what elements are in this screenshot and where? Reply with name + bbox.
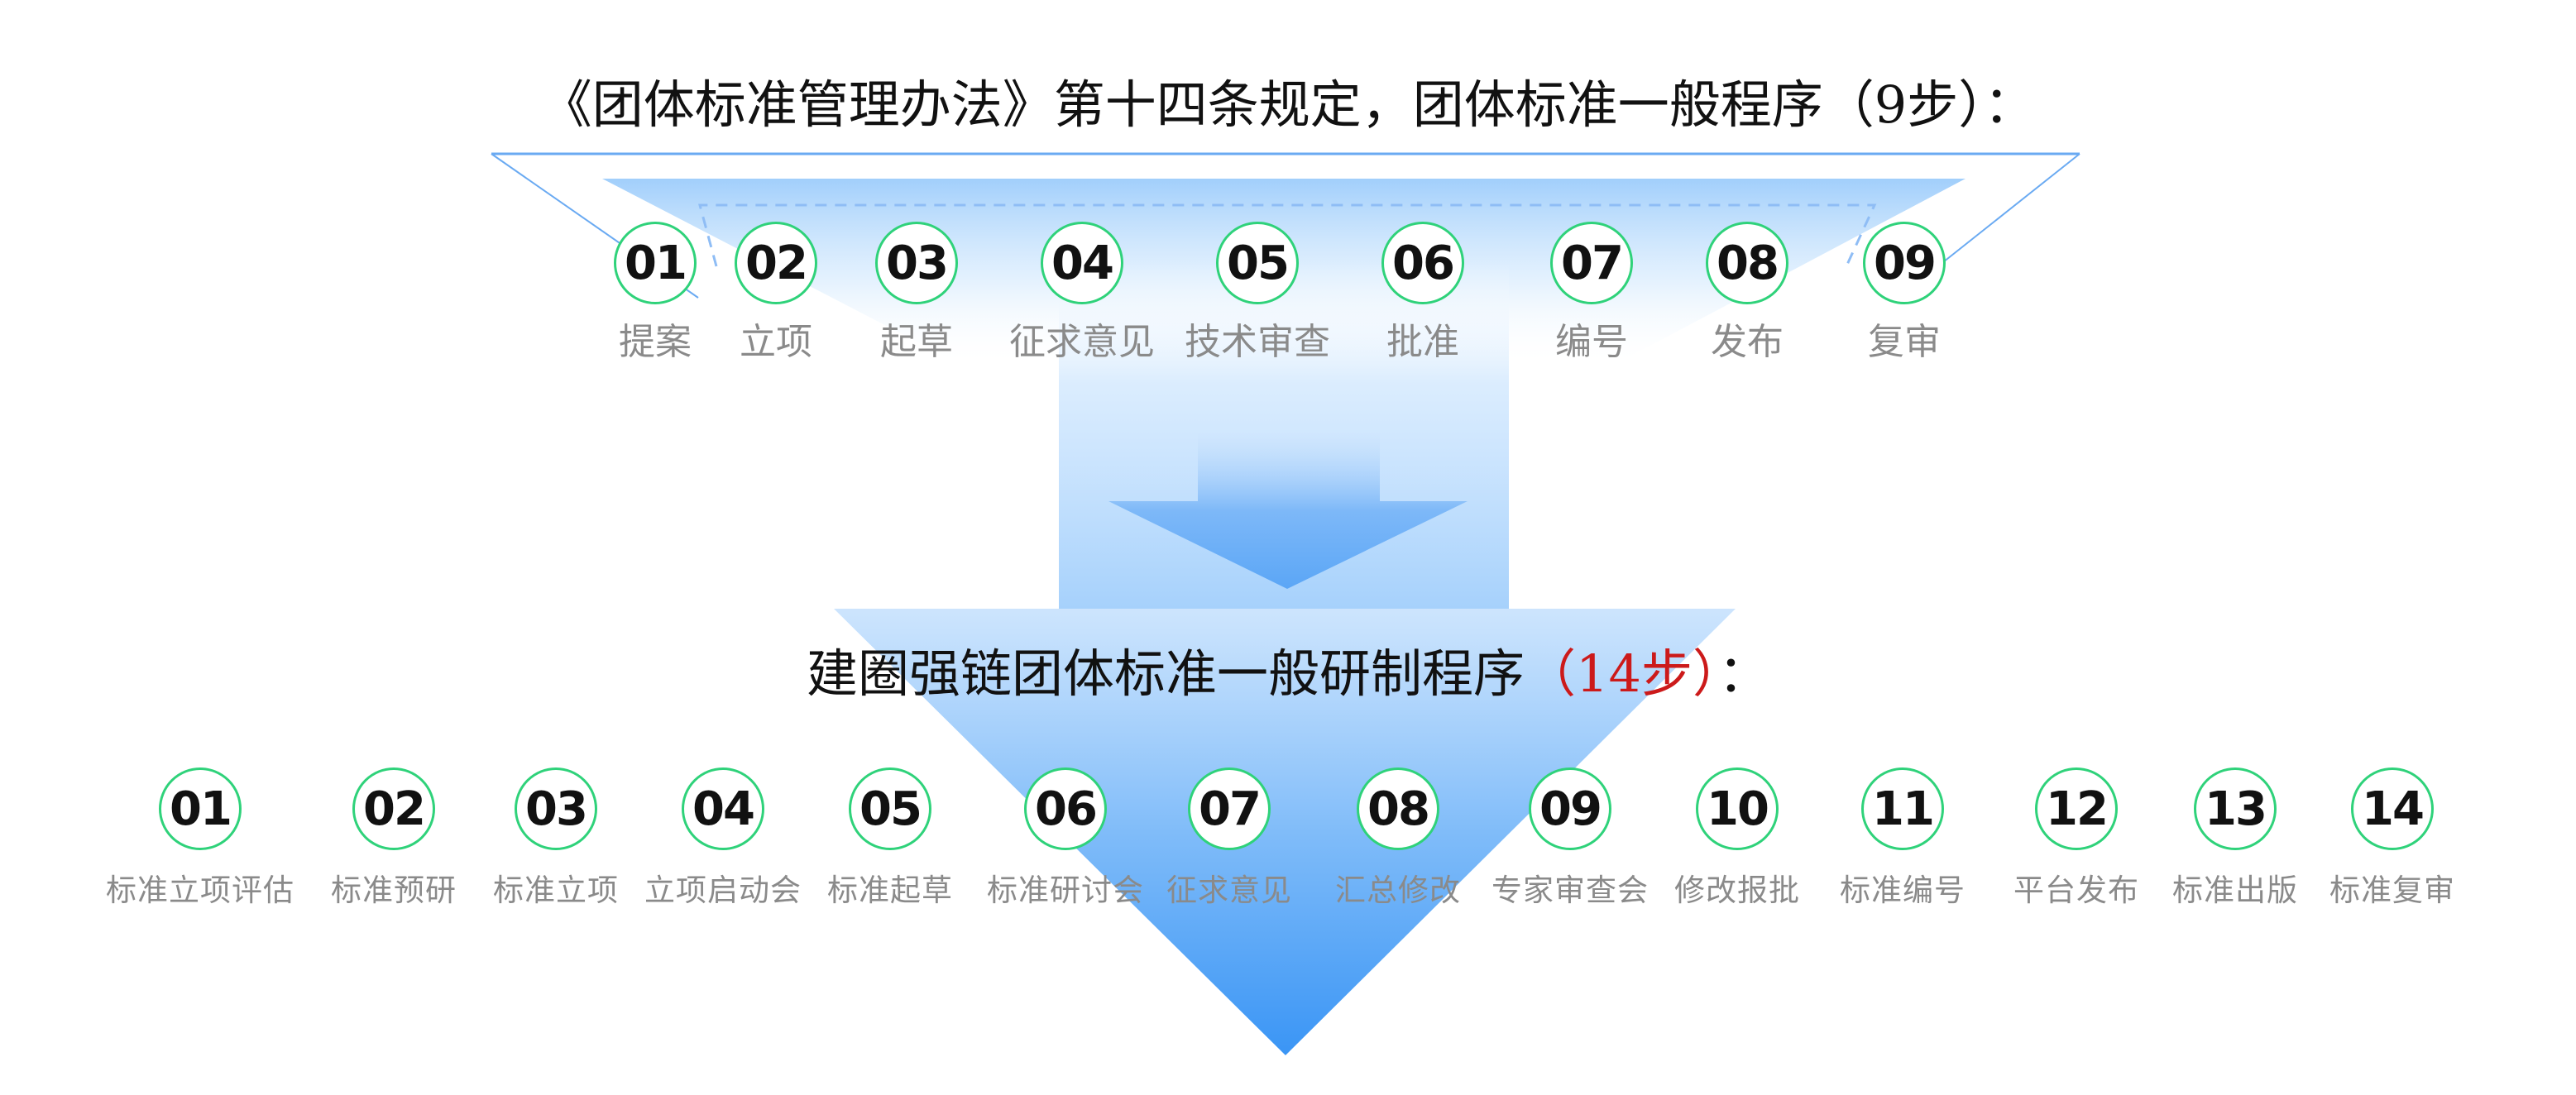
step-label: 发布 — [1711, 321, 1784, 363]
step-label: 立项启动会 — [644, 873, 802, 908]
big-down-arrow — [834, 609, 1736, 1055]
step-label: 标准编号 — [1840, 873, 1966, 908]
step-number-badge: 13 — [2194, 767, 2277, 850]
step-label: 汇总修改 — [1335, 873, 1461, 908]
top-title: 《团体标准管理办法》第十四条规定，团体标准一般程序（9步）： — [540, 74, 2036, 135]
step-label: 征求意见 — [1009, 321, 1155, 363]
step-label: 修改报批 — [1674, 873, 1800, 908]
step-label: 复审 — [1868, 321, 1941, 363]
step-label: 标准复审 — [2329, 873, 2455, 908]
step-label: 征求意见 — [1166, 873, 1292, 908]
step-number-badge: 14 — [2351, 767, 2434, 850]
step-label: 起草 — [880, 321, 953, 363]
step-number-badge: 02 — [735, 222, 817, 304]
step-label: 技术审查 — [1185, 321, 1330, 363]
step-number-badge: 01 — [614, 222, 697, 304]
bottom-title: 建圈强链团体标准一般研制程序（14步）： — [0, 648, 2576, 700]
step-number-badge: 08 — [1706, 222, 1788, 304]
bottom-title-main: 建圈强链团体标准一般研制程序 — [807, 643, 1525, 704]
step-label: 标准预研 — [331, 873, 457, 908]
step-label: 批准 — [1386, 321, 1459, 363]
small-down-arrow — [1108, 433, 1468, 589]
bottom-title-step-count: （14步） — [1525, 643, 1718, 704]
step-label: 专家审查会 — [1491, 873, 1649, 908]
step-number-badge: 03 — [515, 767, 597, 850]
bottom-title-colon: ： — [1717, 643, 1769, 704]
step-number-badge: 05 — [1216, 222, 1299, 304]
step-number-badge: 02 — [352, 767, 435, 850]
step-label: 编号 — [1555, 321, 1628, 363]
step-label: 提案 — [619, 321, 692, 363]
step-label: 立项 — [740, 321, 812, 363]
step-number-badge: 01 — [159, 767, 242, 850]
step-number-badge: 03 — [875, 222, 958, 304]
step-label: 标准起草 — [827, 873, 953, 908]
step-number-badge: 06 — [1381, 222, 1464, 304]
step-number-badge: 04 — [1041, 222, 1123, 304]
step-number-badge: 05 — [849, 767, 931, 850]
step-label: 标准出版 — [2172, 873, 2298, 908]
step-number-badge: 07 — [1550, 222, 1633, 304]
step-number-badge: 12 — [2035, 767, 2118, 850]
step-number-badge: 09 — [1529, 767, 1611, 850]
dashed-inner-frame — [698, 203, 1877, 267]
step-label: 标准立项 — [493, 873, 619, 908]
frame-right-line — [1918, 153, 2080, 282]
step-number-badge: 07 — [1188, 767, 1271, 850]
step-label: 标准立项评估 — [106, 873, 294, 908]
step-number-badge: 09 — [1863, 222, 1946, 304]
step-number-badge: 11 — [1861, 767, 1944, 850]
step-number-badge: 08 — [1357, 767, 1439, 850]
step-label: 标准研讨会 — [987, 873, 1144, 908]
step-number-badge: 10 — [1696, 767, 1779, 850]
step-number-badge: 04 — [682, 767, 764, 850]
step-number-badge: 06 — [1024, 767, 1107, 850]
step-label: 平台发布 — [2013, 873, 2139, 908]
